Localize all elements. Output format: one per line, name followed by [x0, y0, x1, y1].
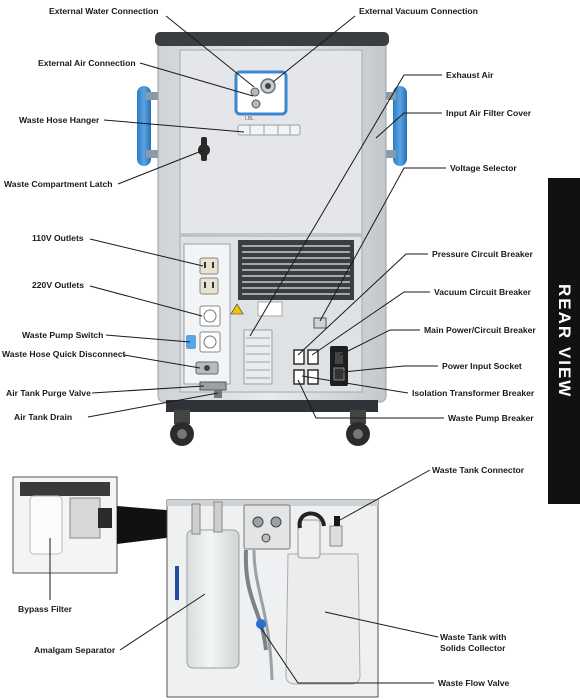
air-filter-cover [243, 329, 273, 385]
caster-right [346, 410, 370, 446]
right-handle [393, 86, 407, 166]
label-main-power: Main Power/Circuit Breaker [424, 325, 536, 335]
manifold-block [243, 504, 291, 550]
label-waste-tank-line1: Waste Tank with [440, 632, 506, 642]
label-amalgam-separator: Amalgam Separator [34, 645, 116, 655]
label-waste-flow-valve: Waste Flow Valve [438, 678, 510, 688]
label-external-vacuum: External Vacuum Connection [359, 6, 478, 16]
label-pressure-breaker: Pressure Circuit Breaker [432, 249, 533, 259]
amalgam-separator-tank [186, 529, 240, 669]
callout-labels: External Water Connection External Vacuu… [2, 6, 536, 688]
label-waste-hose-hanger: Waste Hose Hanger [19, 115, 100, 125]
label-bypass-filter: Bypass Filter [18, 604, 73, 614]
label-waste-tank-line2: Solids Collector [440, 643, 506, 653]
rear-view-tab [548, 178, 580, 504]
label-waste-pump-breaker: Waste Pump Breaker [448, 413, 534, 423]
left-handle [137, 86, 151, 166]
label-110v-outlets: 110V Outlets [32, 233, 84, 243]
label-waste-hose-quick-disconnect: Waste Hose Quick Disconnect [2, 349, 126, 359]
label-air-tank-drain: Air Tank Drain [14, 412, 72, 422]
label-power-input-socket: Power Input Socket [442, 361, 522, 371]
waste-flow-valve-knob [256, 619, 266, 629]
label-input-air-filter: Input Air Filter Cover [446, 108, 532, 118]
leader-lines [49, 15, 446, 684]
label-exhaust-air: Exhaust Air [446, 70, 494, 80]
label-220v-outlets: 220V Outlets [32, 280, 84, 290]
rear-view-tab-text-wrap: REAR VIEW [549, 178, 579, 504]
dental-unit: LBL [137, 32, 407, 446]
interior-view [12, 476, 379, 698]
waste-hose-hanger [237, 124, 301, 136]
rear-view-tab-label: REAR VIEW [555, 283, 574, 399]
label-waste-compartment-latch: Waste Compartment Latch [4, 179, 113, 189]
label-air-tank-purge: Air Tank Purge Valve [6, 388, 91, 398]
label-vacuum-breaker: Vacuum Circuit Breaker [434, 287, 532, 297]
caster-left [170, 410, 194, 446]
label-voltage-selector: Voltage Selector [450, 163, 517, 173]
label-external-air: External Air Connection [38, 58, 136, 68]
unit-top [155, 32, 389, 46]
label-waste-tank-connector: Waste Tank Connector [432, 465, 525, 475]
label-waste-pump-switch: Waste Pump Switch [22, 330, 103, 340]
latch-icon [198, 137, 210, 161]
label-external-water: External Water Connection [49, 6, 159, 16]
svg-text:LBL: LBL [245, 116, 254, 122]
label-isolation-breaker: Isolation Transformer Breaker [412, 388, 535, 398]
waste-tank [285, 553, 361, 685]
